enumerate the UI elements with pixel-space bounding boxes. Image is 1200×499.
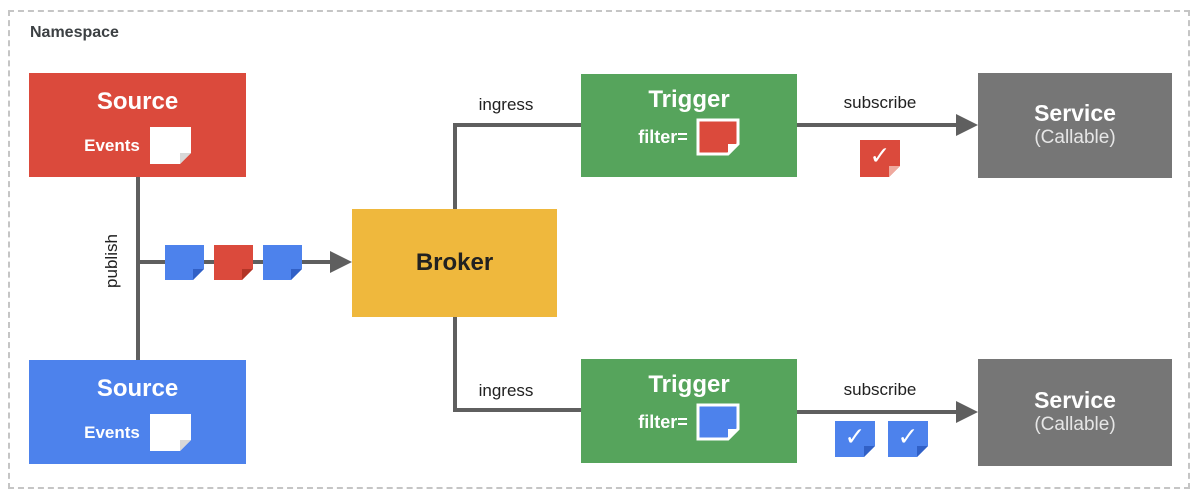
note-icon <box>860 140 900 177</box>
event-note-blue-icon <box>263 245 302 280</box>
delivered-event-blue-icon: ✓ <box>835 421 875 457</box>
trigger-title: Trigger <box>648 371 730 398</box>
event-note-white-icon <box>149 127 191 164</box>
trigger-node-top: Trigger filter= <box>581 74 797 177</box>
filter-label: filter= <box>638 126 688 147</box>
source-title: Source <box>96 375 179 402</box>
service-node-top: Service (Callable) <box>978 73 1172 178</box>
source-title: Source <box>96 88 179 115</box>
namespace-label: Namespace <box>30 24 119 41</box>
filter-note-red-icon <box>696 118 740 156</box>
filter-label: filter= <box>638 411 688 432</box>
ingress-top-edge-vertical <box>453 125 457 211</box>
source-events-row: Events <box>84 414 191 451</box>
note-icon <box>214 245 253 280</box>
trigger-filter-row: filter= <box>638 118 740 156</box>
service-title: Service <box>1034 387 1116 414</box>
checkmark-icon: ✓ <box>869 142 891 170</box>
note-icon <box>263 245 302 280</box>
filter-note-blue-icon <box>696 403 740 441</box>
subscribe-top-arrowhead-icon <box>956 114 978 136</box>
subscribe-bottom-label: subscribe <box>843 380 917 399</box>
broker-node: Broker <box>352 209 557 317</box>
service-subtitle: (Callable) <box>1034 414 1116 436</box>
trigger-title: Trigger <box>648 86 730 113</box>
publish-edge-vertical <box>136 177 140 360</box>
publish-label: publish <box>102 234 121 288</box>
checkmark-icon: ✓ <box>897 422 919 451</box>
source-node-red: Source Events <box>29 73 246 177</box>
ingress-bottom-label: ingress <box>478 381 534 400</box>
ingress-top-label: ingress <box>478 95 534 114</box>
namespace-boundary <box>8 10 1190 489</box>
publish-arrowhead-icon <box>330 251 352 273</box>
note-icon <box>835 421 875 457</box>
service-title: Service <box>1034 100 1116 127</box>
source-node-blue: Source Events <box>29 360 246 464</box>
source-events-row: Events <box>84 127 191 164</box>
note-icon <box>165 245 204 280</box>
broker-title: Broker <box>415 249 494 276</box>
event-note-blue-icon <box>165 245 204 280</box>
ingress-bottom-edge-vertical <box>453 317 457 412</box>
service-subtitle: (Callable) <box>1034 127 1116 149</box>
subscribe-bottom-arrowhead-icon <box>956 401 978 423</box>
subscribe-bottom-edge <box>797 410 958 414</box>
delivered-event-blue-icon: ✓ <box>888 421 928 457</box>
subscribe-top-label: subscribe <box>843 93 917 112</box>
delivered-event-red-icon: ✓ <box>860 140 900 177</box>
events-label: Events <box>84 135 140 155</box>
event-note-white-icon <box>149 414 191 451</box>
note-icon <box>888 421 928 457</box>
trigger-node-bottom: Trigger filter= <box>581 359 797 463</box>
trigger-filter-row: filter= <box>638 403 740 441</box>
checkmark-icon: ✓ <box>844 422 866 451</box>
ingress-top-edge-horizontal <box>453 123 581 127</box>
ingress-bottom-edge-horizontal <box>453 408 581 412</box>
service-node-bottom: Service (Callable) <box>978 359 1172 466</box>
event-note-red-icon <box>214 245 253 280</box>
subscribe-top-edge <box>797 123 958 127</box>
events-label: Events <box>84 422 140 442</box>
